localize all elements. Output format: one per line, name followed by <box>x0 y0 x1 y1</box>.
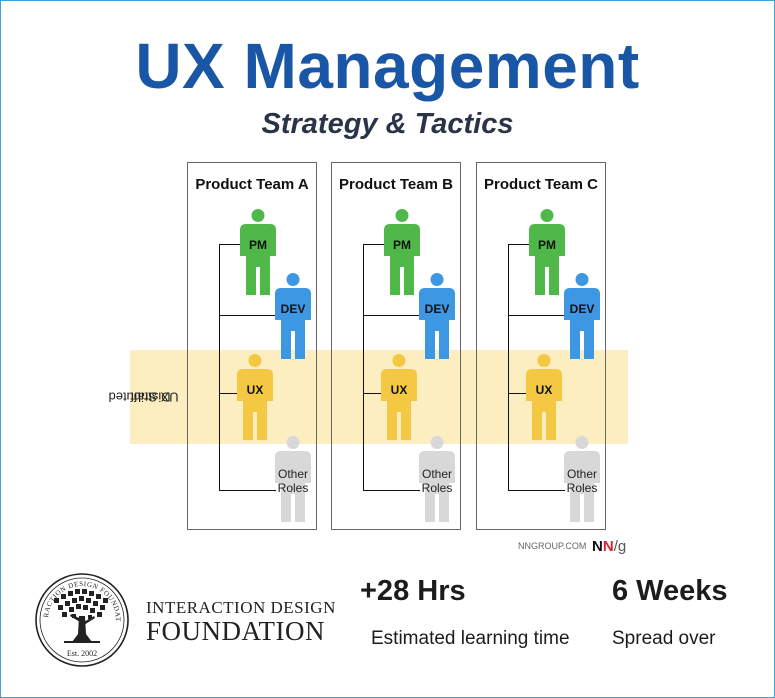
other-roles-line1: Other <box>421 467 452 481</box>
source-credit: NNGROUP.COM <box>518 541 587 551</box>
pm-person-icon <box>240 209 276 295</box>
ux-role-label: UX <box>535 383 553 397</box>
learning-hours-value: +28 Hrs <box>360 575 466 607</box>
connector-vertical <box>219 244 220 490</box>
connector-horizontal <box>219 490 276 491</box>
product-team-title: Product Team C <box>484 176 598 193</box>
connector-horizontal <box>508 490 565 491</box>
connector-horizontal <box>219 393 241 394</box>
other-roles-line1: Other <box>566 467 597 481</box>
ux-person-icon <box>526 354 562 440</box>
connector-horizontal <box>363 244 385 245</box>
connector-horizontal <box>508 393 530 394</box>
other-person-icon <box>419 436 455 522</box>
pm-role-label: PM <box>538 238 556 252</box>
product-team-box <box>476 162 606 530</box>
connector-horizontal <box>508 244 530 245</box>
dev-role-label: DEV <box>424 302 450 316</box>
other-roles-line1: Other <box>277 467 308 481</box>
connector-vertical <box>363 244 364 490</box>
nng-logo-n2: N <box>602 538 614 555</box>
ux-role-label: UX <box>390 383 408 397</box>
connector-horizontal <box>363 315 420 316</box>
other-person-icon <box>564 436 600 522</box>
learning-hours-label: Estimated learning time <box>371 628 570 649</box>
pm-person-icon <box>384 209 420 295</box>
other-person-icon <box>275 436 311 522</box>
idf-seal-logo: INTERACTION DESIGN FOUNDATION Est. 2002 <box>34 572 129 667</box>
pm-role-label: PM <box>393 238 411 252</box>
dev-person-icon <box>275 273 311 359</box>
connector-horizontal <box>508 315 565 316</box>
nng-logo-n1: N <box>592 538 603 555</box>
other-roles-line2: Roles <box>566 481 598 495</box>
dev-role-label: DEV <box>280 302 306 316</box>
duration-weeks-label: Spread over <box>612 628 716 649</box>
product-team-box <box>331 162 461 530</box>
product-team-title: Product Team B <box>339 176 453 193</box>
dev-role-label: DEV <box>569 302 595 316</box>
dev-person-icon <box>419 273 455 359</box>
pm-person-icon <box>529 209 565 295</box>
tree-icon <box>54 589 108 643</box>
connector-horizontal <box>219 244 241 245</box>
ux-role-label: UX <box>246 383 264 397</box>
product-team-box <box>187 162 317 530</box>
duration-weeks-value: 6 Weeks <box>612 575 728 607</box>
nng-logo: NN/g <box>592 538 626 555</box>
band-label-line2: UX Staff <box>130 389 179 405</box>
connector-horizontal <box>219 315 276 316</box>
page-title: UX Management <box>135 30 640 102</box>
nng-logo-g: /g <box>613 538 627 555</box>
pm-role-label: PM <box>249 238 267 252</box>
band-label: Distributed UX Staff <box>108 350 178 444</box>
connector-horizontal <box>363 393 385 394</box>
org-name-line1: INTERACTION DESIGN <box>146 598 336 617</box>
page-subtitle: Strategy & Tactics <box>261 108 514 140</box>
ux-person-icon <box>237 354 273 440</box>
dev-person-icon <box>564 273 600 359</box>
org-name-line2: FOUNDATION <box>146 616 325 646</box>
ux-person-icon <box>381 354 417 440</box>
other-roles-line2: Roles <box>277 481 309 495</box>
seal-bottom-text: Est. 2002 <box>67 649 97 658</box>
connector-vertical <box>508 244 509 490</box>
connector-horizontal <box>363 490 420 491</box>
other-roles-line2: Roles <box>421 481 453 495</box>
product-team-title: Product Team A <box>195 176 309 193</box>
